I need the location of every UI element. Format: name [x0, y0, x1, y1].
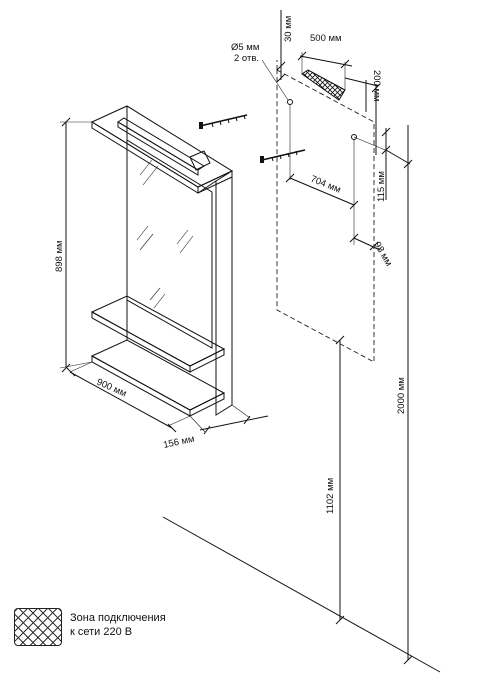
screw-icon — [199, 114, 248, 129]
socket-zone — [301, 69, 346, 101]
holes-count-label: 2 отв. — [234, 53, 259, 64]
hole-spacing-label: 704 мм — [309, 174, 342, 196]
mount-height-label: 1102 мм — [325, 478, 336, 514]
cabinet-depth-label: 156 мм — [162, 434, 195, 451]
middle-shelf — [90, 295, 226, 373]
top-offset-label: 30 мм — [283, 16, 294, 42]
mirror — [126, 139, 213, 349]
total-height-label: 2000 мм — [396, 377, 407, 414]
hole-diameter-label: Ø5 мм — [231, 42, 259, 53]
floor-line — [162, 516, 441, 673]
edge-offset-label: 98 мм — [371, 240, 394, 268]
connection-zone-swatch — [14, 608, 62, 646]
legend: Зона подключения к сети 220 В — [14, 608, 214, 648]
hole-drop-label: 115 мм — [376, 171, 387, 202]
wall-dimensions — [261, 10, 413, 665]
lower-shelf — [90, 339, 226, 417]
cabinet-dimensions — [59, 117, 269, 435]
dimension-labels: Ø5 мм 2 отв. 30 мм 500 мм 200 мм 704 мм … — [54, 16, 407, 514]
side-offset-label: 200 мм — [371, 70, 382, 102]
cabinet-width-label: 900 мм — [95, 377, 128, 400]
legend-text: Зона подключения к сети 220 В — [70, 611, 166, 639]
cabinet-height-label: 898 мм — [54, 240, 65, 272]
wall-outline — [276, 60, 375, 363]
legend-line-1: Зона подключения — [70, 612, 166, 624]
socket-width-label: 500 мм — [310, 33, 342, 44]
screw-icon — [260, 149, 306, 163]
screws — [199, 114, 306, 163]
cabinet — [90, 105, 234, 417]
legend-line-2: к сети 220 В — [70, 626, 133, 638]
mounting-holes — [287, 99, 357, 140]
lamp-bar — [117, 117, 211, 176]
